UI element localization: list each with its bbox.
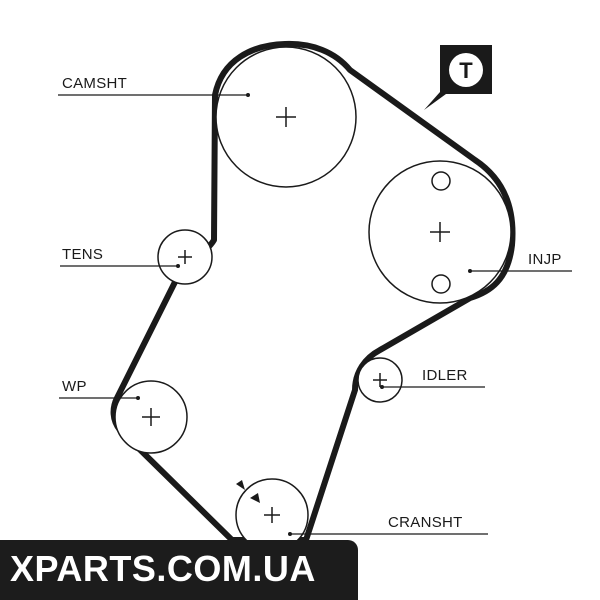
idler-pulley [357,357,403,403]
camshaft-pulley [215,46,357,188]
leader-lines [58,94,572,535]
watermark-text: XPARTS.COM.UA [10,548,316,589]
leader-dots [136,93,472,536]
label-wp: WP [62,378,87,395]
water-pump-pulley [114,380,188,454]
watermark-banner: XPARTS.COM.UA [0,540,358,600]
timing-hole-bottom [431,274,451,294]
label-cransht: CRANSHT [388,514,463,531]
timing-belt [110,40,516,543]
label-camsht: CAMSHT [62,75,127,92]
timing-hole-top [431,171,451,191]
tension-badge: T [424,45,492,110]
label-idler: IDLER [422,367,468,384]
tensioner-pulley [157,229,213,285]
tension-badge-letter: T [459,58,473,83]
timing-mark-arrow-left [236,480,245,490]
injection-pump-pulley [368,160,512,304]
label-tens: TENS [62,246,103,263]
timing-mark-arrow-right [250,493,260,503]
label-injp: INJP [528,251,562,268]
